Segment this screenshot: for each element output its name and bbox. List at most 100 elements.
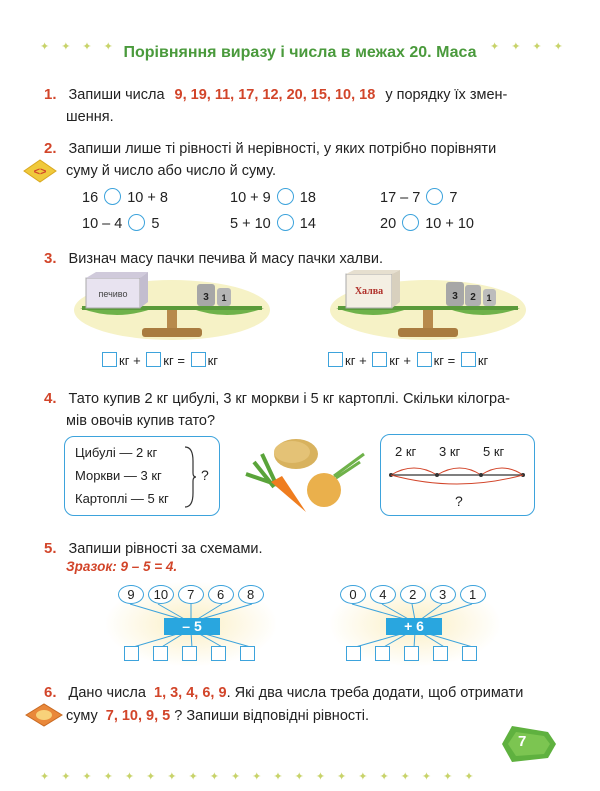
logic-task-icon <box>25 703 63 727</box>
box-label-halva: Халва <box>355 286 383 297</box>
answer-box[interactable] <box>102 352 117 367</box>
task-4: 4. Тато купив 2 кг цибулі, 3 кг моркви і… <box>44 388 574 410</box>
diagram-question-mark: ? <box>455 493 463 509</box>
answer-box[interactable] <box>346 646 361 661</box>
compare-circle[interactable] <box>426 188 444 205</box>
svg-text:2: 2 <box>470 292 476 303</box>
answer-box[interactable] <box>328 352 343 367</box>
list-item: Цибулі — 2 кг <box>75 445 158 460</box>
compare-circle[interactable] <box>276 214 294 231</box>
list-item: Картоплі — 5 кг <box>75 491 169 506</box>
answer-box[interactable] <box>462 646 477 661</box>
task-number: 5. <box>44 540 57 557</box>
highlighted-numbers: 1, 3, 4, 6, 9 <box>154 685 227 701</box>
answer-box[interactable] <box>433 646 448 661</box>
answer-box[interactable] <box>460 352 476 367</box>
task-2: 2. Запиши лише ті рівності й нерівності,… <box>44 138 564 160</box>
answer-box[interactable] <box>190 352 206 367</box>
page-title: Порівняння виразу і числа в межах 20. Ма… <box>123 44 477 61</box>
scale-2-answer-row: кг + кг + кг = кг <box>326 352 488 368</box>
compare-sign-icon: <> <box>23 159 57 183</box>
header-stars-decoration: ✦✦✦✦ <box>40 41 125 53</box>
page-number-badge <box>502 726 556 762</box>
compare-circle[interactable] <box>276 188 294 205</box>
answer-box[interactable] <box>372 352 388 367</box>
answer-box[interactable] <box>416 352 432 367</box>
scheme-right-answers <box>344 646 479 662</box>
number-bubble: 8 <box>237 585 264 604</box>
number-bubble: 7 <box>177 585 204 604</box>
task-6-line2: суму 7, 10, 9, 5? Запиши відповідні рівн… <box>66 708 370 724</box>
task-4-line2: мів овочів купив тато? <box>66 413 216 429</box>
operation-box-minus: – 5 <box>164 618 220 635</box>
task-2-line2: суму й число або число й суму. <box>66 163 277 179</box>
number-bubble: 0 <box>340 585 366 604</box>
list-item: Моркви — 3 кг <box>75 468 162 483</box>
answer-box[interactable] <box>153 646 168 661</box>
page-number: 7 <box>518 733 527 750</box>
task-1-line2: шення. <box>66 109 114 125</box>
scale-1-illustration: печиво 3 1 <box>74 272 270 340</box>
task-number: 1. <box>44 86 57 103</box>
task-text: Тато купив 2 кг цибулі, 3 кг моркви і 5 … <box>68 391 510 407</box>
answer-box[interactable] <box>211 646 226 661</box>
sum-diagram-box: 2 кг 3 кг 5 кг ? <box>380 434 535 516</box>
task-number: 4. <box>44 390 57 407</box>
svg-text:3: 3 <box>203 292 209 303</box>
number-bubble: 1 <box>459 585 486 604</box>
svg-text:1: 1 <box>221 293 226 303</box>
scheme-left-arrows <box>129 603 255 649</box>
header-stars-decoration-right: ✦✦✦✦ <box>490 41 575 53</box>
task-text: Запиши числа <box>68 87 165 103</box>
task-1: 1. Запиши числа 9, 19, 11, 17, 12, 20, 1… <box>44 84 564 106</box>
diagram-segment-label: 5 кг <box>483 444 505 459</box>
compare-circle[interactable] <box>128 214 146 231</box>
answer-box[interactable] <box>404 646 419 661</box>
task-number: 3. <box>44 250 57 267</box>
svg-text:<>: <> <box>34 166 47 178</box>
question-mark: ? <box>201 467 209 483</box>
segment-diagram <box>389 467 525 485</box>
task-5: 5. Запиши рівності за схемами. <box>44 538 564 560</box>
scheme-right-numbers: 0 4 2 3 1 <box>340 585 486 604</box>
number-bubble: 10 <box>147 585 174 604</box>
number-bubble: 9 <box>118 585 144 604</box>
answer-box[interactable] <box>375 646 390 661</box>
task-text: Запиши лише ті рівності й нерівності, у … <box>68 141 497 157</box>
number-bubble: 6 <box>207 585 234 604</box>
scheme-left-answers <box>122 646 257 662</box>
task-text: Запиши рівності за схемами. <box>68 541 263 557</box>
operation-box-plus: + 6 <box>386 618 442 635</box>
compare-circle[interactable] <box>402 214 420 231</box>
answer-box[interactable] <box>182 646 197 661</box>
compare-circle[interactable] <box>104 188 122 205</box>
number-bubble: 4 <box>369 585 396 604</box>
diagram-segment-label: 3 кг <box>439 444 461 459</box>
task-text: Визнач масу пачки печива й масу пачки ха… <box>68 251 383 267</box>
highlighted-sums: 7, 10, 9, 5 <box>105 708 171 724</box>
task-3: 3. Визнач масу пачки печива й масу пачки… <box>44 248 564 270</box>
scale-2-illustration: Халва 3 2 1 <box>330 270 526 340</box>
vegetables-illustration <box>245 439 365 512</box>
svg-text:3: 3 <box>452 291 458 302</box>
task-text: . Які два числа треба додати, щоб отрима… <box>226 685 524 701</box>
number-bubble: 2 <box>399 585 426 604</box>
task-text: у порядку їх змен- <box>385 87 508 103</box>
task-6: 6. Дано числа 1, 3, 4, 6, 9. Які два чис… <box>44 682 574 704</box>
vegetables-list-box: Цибулі — 2 кг Моркви — 3 кг Картоплі — 5… <box>64 436 220 516</box>
scheme-left-numbers: 9 10 7 6 8 <box>118 585 264 604</box>
footer-stars-decoration: ✦✦✦✦✦✦✦✦✦✦✦✦✦✦✦✦✦✦✦✦✦ <box>40 771 486 783</box>
sample-text: Зразок: 9 – 5 = 4. <box>66 559 178 574</box>
task-number: 2. <box>44 140 57 157</box>
task-text: Дано числа <box>68 685 146 701</box>
answer-box[interactable] <box>124 646 139 661</box>
scale-1-answer-row: кг + кг = кг <box>100 352 218 368</box>
svg-text:1: 1 <box>486 293 491 303</box>
task-number: 6. <box>44 684 57 701</box>
highlighted-numbers: 9, 19, 11, 17, 12, 20, 15, 10, 18 <box>174 87 376 103</box>
number-bubble: 3 <box>429 585 456 604</box>
diagram-segment-label: 2 кг <box>395 444 417 459</box>
box-label-cookies: печиво <box>99 289 128 299</box>
answer-box[interactable] <box>240 646 255 661</box>
answer-box[interactable] <box>146 352 162 367</box>
